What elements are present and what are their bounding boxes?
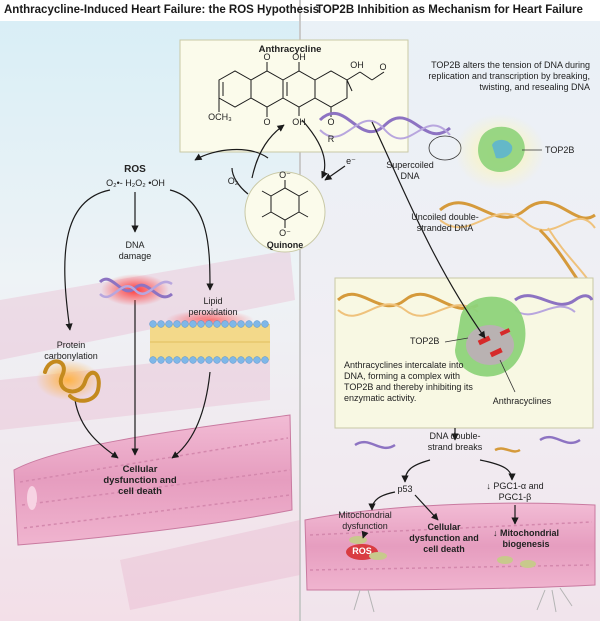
chem-oh-top: OH bbox=[292, 52, 306, 62]
arrow-electron bbox=[324, 165, 346, 181]
protein-carbonylation-label: Protein carbonylation bbox=[44, 340, 98, 361]
top2b-label: TOP2B bbox=[545, 145, 575, 155]
arrow-protein-to-outcome bbox=[74, 399, 119, 459]
left-cardiac-cell bbox=[13, 414, 293, 546]
right-panel-title: TOP2B Inhibition as Mechanism for Heart … bbox=[316, 4, 583, 16]
chem-o-keto: O bbox=[379, 62, 387, 72]
ros-label: ROS bbox=[124, 164, 146, 175]
chem-oh-bottom: OH bbox=[292, 117, 306, 127]
supercoiled-dna-label: Supercoiled DNA bbox=[386, 160, 434, 181]
top2b-description: TOP2B alters the tension of DNA during r… bbox=[428, 60, 590, 92]
quinone-label: Quinone bbox=[266, 240, 304, 250]
quinone-structure bbox=[261, 180, 309, 228]
inset-dna bbox=[336, 292, 594, 317]
left-panel-title: Anthracycline-Induced Heart Failure: the… bbox=[4, 4, 320, 16]
arrow-ros-to-lipid bbox=[169, 189, 214, 291]
electron-label: e⁻ bbox=[346, 156, 356, 166]
mito-biogenesis-label: ↓ Mitochondrial biogenesis bbox=[493, 528, 559, 549]
arrow-o2 bbox=[231, 167, 249, 195]
arrow-anthracycline-to-top2b bbox=[371, 121, 486, 339]
lipid-bilayer bbox=[149, 310, 270, 364]
quinone-o-bottom: O⁻ bbox=[279, 228, 291, 238]
pgc-label: ↓ PGC1-α and PGC1-β bbox=[486, 481, 544, 502]
dna-damage-label: DNA damage bbox=[118, 240, 152, 261]
arrow-lipid-to-outcome bbox=[171, 371, 211, 459]
right-cardiac-cell bbox=[304, 502, 596, 613]
lipid-peroxidation-label: Lipid peroxidation bbox=[188, 296, 238, 317]
quinone-o-top: O⁻ bbox=[279, 170, 291, 180]
chem-och3: OCH₃ bbox=[208, 112, 232, 122]
ros-species: O₂•- H₂O₂ •OH bbox=[106, 178, 165, 188]
left-outcome-label: Cellular dysfunction and cell death bbox=[103, 464, 177, 497]
damaged-dna-helix bbox=[98, 274, 173, 306]
carbonylated-protein bbox=[36, 359, 101, 403]
arrow-to-ros bbox=[194, 148, 269, 161]
inset-description: Anthracyclines intercalate into DNA, for… bbox=[344, 360, 473, 403]
arrow-to-quinone bbox=[301, 119, 328, 179]
inset-complex bbox=[455, 296, 526, 377]
ros-right-label: ROS bbox=[352, 546, 372, 556]
chem-oh-side: OH bbox=[350, 60, 364, 70]
inset-anthracyclines-label: Anthracyclines bbox=[492, 396, 552, 406]
arrow-from-quinone bbox=[251, 124, 285, 179]
chem-o-sugar: O bbox=[327, 117, 335, 127]
top2b-protein bbox=[455, 114, 545, 190]
dna-breaks-label: DNA double-strand breaks bbox=[427, 431, 483, 452]
arrow-ros-to-protein bbox=[64, 189, 111, 331]
quinone-circle bbox=[244, 171, 326, 253]
chem-r: R bbox=[327, 134, 335, 144]
mito-dysfunction-label: Mitochondrial dysfunction bbox=[338, 510, 392, 531]
anthracycline-title: Anthracycline bbox=[258, 44, 322, 55]
inset-top2b-label: TOP2B bbox=[410, 336, 440, 346]
chem-o-bottom: O bbox=[263, 117, 271, 127]
right-outcome-label: Cellular dysfunction and cell death bbox=[409, 522, 479, 554]
chem-o-top: O bbox=[263, 52, 271, 62]
o2-label: O₂ bbox=[227, 176, 239, 186]
anthracycline-box bbox=[179, 39, 409, 153]
anthracycline-structure bbox=[218, 62, 385, 117]
p53-label: p53 bbox=[397, 484, 413, 494]
uncoiled-dna-label: Uncoiled double-stranded DNA bbox=[411, 212, 479, 233]
